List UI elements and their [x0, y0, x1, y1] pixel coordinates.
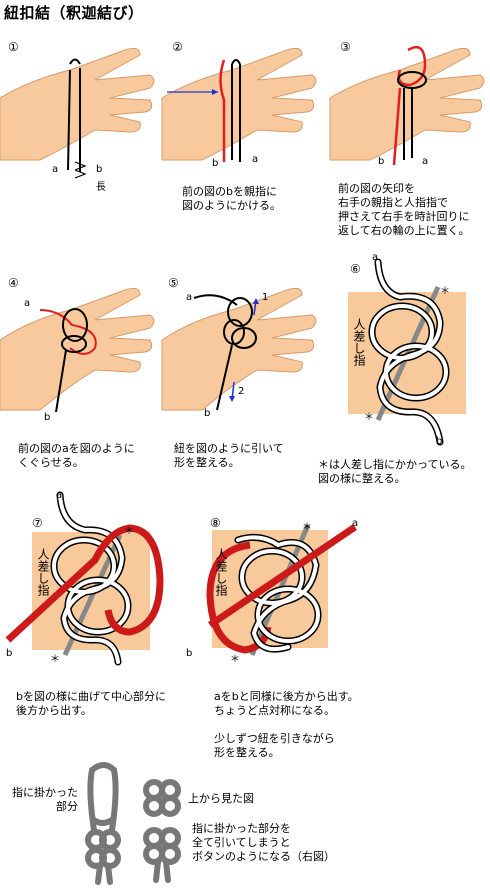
step-3-label-b: b: [378, 156, 385, 167]
step-2-number: ②: [172, 40, 183, 54]
step-7-knot: [5, 491, 164, 666]
step-6-label-b: b: [436, 436, 443, 447]
step-5-caption: 紐を図のように引いて 形を整える。: [174, 442, 284, 469]
step-1-label-length: 長: [96, 182, 106, 193]
final-result-caption: 指に掛かった部分を 全て引いてしまうと ボタンのようになる（右図）: [192, 822, 335, 863]
step-5-number: ⑤: [168, 276, 179, 290]
step-5-label-1: 1: [262, 292, 269, 303]
step-6-star-top: ＊: [440, 286, 450, 297]
final-knot-button: [143, 827, 181, 883]
step-1-label-a: a: [52, 164, 59, 175]
final-knot-top-view: [143, 779, 181, 817]
step-6-label-a: a: [372, 252, 379, 263]
step-5-label-a: a: [186, 292, 193, 303]
step-4-label-a: a: [24, 298, 31, 309]
step-7-star-bottom: ＊: [50, 654, 60, 665]
final-finger-part-label: 指に掛かった 部分: [12, 786, 78, 813]
step-8-number: ⑧: [210, 516, 221, 530]
step-8-star-bottom: ＊: [230, 654, 240, 665]
step-4-label-b: b: [44, 412, 51, 423]
step-8-label-b: b: [186, 648, 193, 659]
step-1-illustration: [0, 47, 155, 179]
step-8-caption: aをbと同様に後方から出す。 ちょうど点対称になる。 少しずつ紐を引きながら 形…: [214, 690, 359, 759]
step-4-caption: 前の図のaを図のように くぐらせる。: [18, 442, 135, 469]
final-top-view-label: 上から見た図: [188, 792, 254, 805]
step-5-illustration: [161, 287, 317, 411]
step-4-illustration: [0, 287, 155, 413]
step-3-caption: 前の図の矢印を 右手の親指と人指指で 押さえて右手を時計回りに 返して右の輪の上…: [338, 182, 470, 237]
step-6-finger-label: 人差し指: [352, 318, 366, 366]
step-8-label-a: a: [352, 518, 359, 529]
step-8-knot: [206, 524, 357, 656]
step-3-number: ③: [340, 40, 351, 54]
step-8-star-top: ＊: [302, 522, 312, 533]
step-7-finger-label: 人差し指: [36, 548, 50, 596]
step-7-label-b: b: [6, 648, 13, 659]
step-2-caption: 前の図のbを親指に 図のようにかける。: [182, 185, 281, 212]
step-4-number: ④: [8, 276, 19, 290]
step-3-label-a: a: [422, 156, 429, 167]
final-knot-side-view: [85, 762, 121, 885]
step-8-finger-label: 人差し指: [214, 548, 228, 596]
step-3-illustration: [329, 45, 485, 166]
step-5-label-b: b: [204, 408, 211, 419]
step-2-label-b: b: [212, 158, 219, 169]
step-6-star-bottom: ＊: [364, 412, 374, 423]
step-1-label-b: b: [96, 164, 103, 175]
step-7-label-a: a: [56, 490, 63, 501]
step-7-star-top: ＊: [124, 526, 134, 537]
step-2-illustration: [161, 47, 317, 162]
step-5-label-2: 2: [238, 386, 245, 397]
page-title: 紐扣結（釈迦結び）: [4, 4, 144, 22]
step-1-number: ①: [8, 40, 19, 54]
step-6-number: ⑥: [350, 262, 361, 276]
step-7-number: ⑦: [32, 516, 43, 530]
step-7-caption: bを図の様に曲げて中心部分に 後方から出す。: [16, 690, 166, 717]
step-6-caption: ＊は人差し指にかかっている。 図の様に整える。: [318, 458, 472, 485]
step-2-label-a: a: [252, 154, 259, 165]
step-6-knot: [368, 258, 450, 446]
